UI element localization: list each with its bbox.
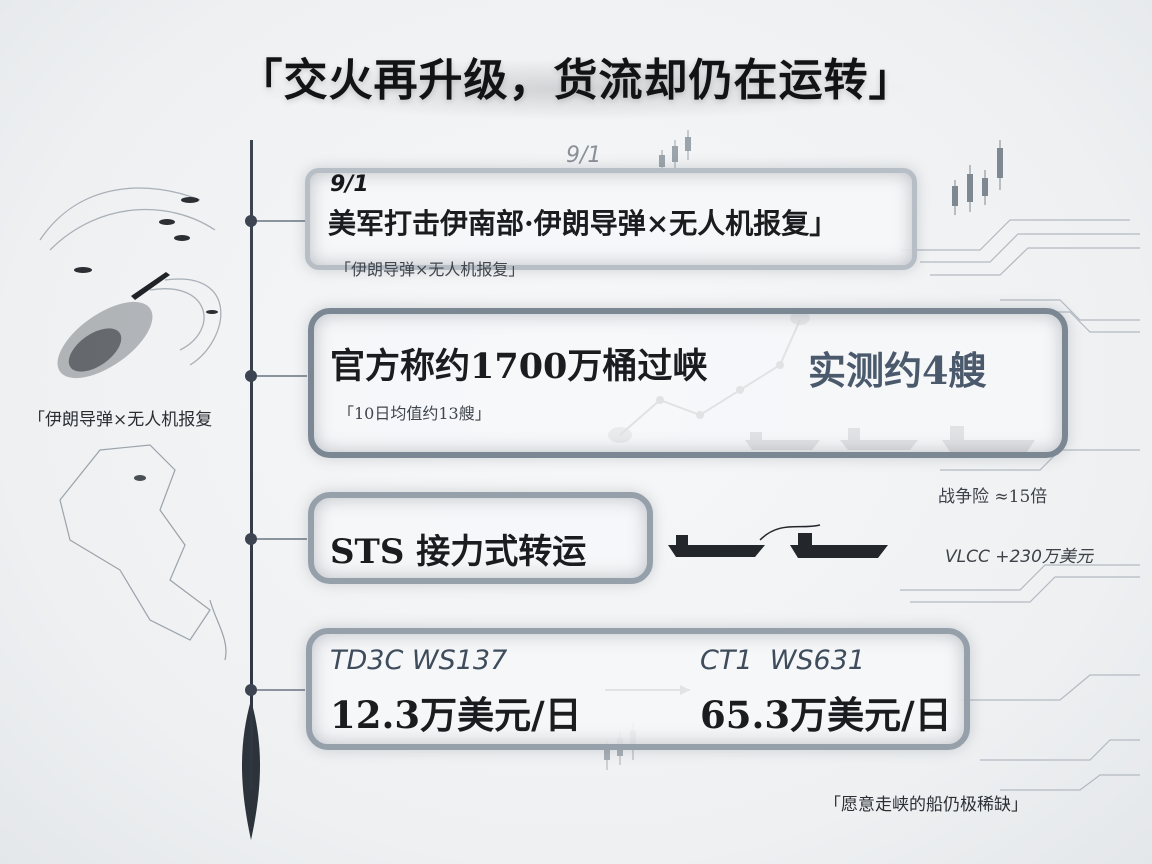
- td3c-rate-code: TD3C WS137: [330, 645, 508, 676]
- flight-path-swooshes: [39, 187, 222, 366]
- vlcc-premium-label: VLCC +230万美元: [945, 547, 1093, 567]
- missile-icon: [57, 272, 170, 379]
- rates-panel: [306, 628, 970, 750]
- drone-icons: [74, 197, 218, 314]
- ct1-rate-code: CT1 WS631: [700, 645, 866, 676]
- timeline-connector: [257, 538, 307, 540]
- timeline-connector: [257, 375, 307, 377]
- candlestick-cluster-top: [659, 130, 1003, 215]
- sts-label: STS 接力式转运: [330, 532, 587, 572]
- left-caption: 「伊朗导弹×无人机报复: [28, 410, 213, 430]
- footer-note: 「愿意走峡的船仍极稀缺」: [824, 795, 1028, 815]
- timeline-connector: [257, 689, 305, 691]
- event-date: 9/1: [330, 172, 369, 197]
- timeline-connector: [257, 220, 305, 222]
- event-caption: 「伊朗导弹×无人机报复」: [335, 260, 525, 279]
- event-headline: 美军打击伊南部·伊朗导弹×无人机报复」: [328, 207, 838, 240]
- event-panel: [305, 168, 917, 270]
- timeline-node: [245, 684, 257, 696]
- timeline-node: [245, 533, 257, 545]
- sts-panel: [308, 492, 653, 584]
- average-transit-label: 「10日均值约13艘」: [338, 404, 491, 423]
- timeline-node: [245, 370, 257, 382]
- transit-panel: [308, 308, 1068, 458]
- title-ink-wash: [250, 58, 910, 120]
- sts-ship-icons: [668, 524, 888, 558]
- region-map-outline: [59, 444, 227, 661]
- page-title: 「交火再升级，货流却仍在运转」: [238, 55, 914, 106]
- timeline-axis: [250, 140, 253, 790]
- official-transit-label: 官方称约1700万桶过峡: [330, 346, 708, 387]
- floating-date-label: 9/1: [566, 143, 602, 168]
- td3c-rate-value: 12.3万美元/日: [330, 693, 582, 737]
- map-marker-icon: [134, 475, 146, 481]
- war-risk-label: 战争险 ≈15倍: [938, 487, 1048, 507]
- measured-transit-label: 实测约4艘: [808, 348, 987, 393]
- ct1-rate-value: 65.3万美元/日: [700, 693, 952, 737]
- timeline-node: [245, 215, 257, 227]
